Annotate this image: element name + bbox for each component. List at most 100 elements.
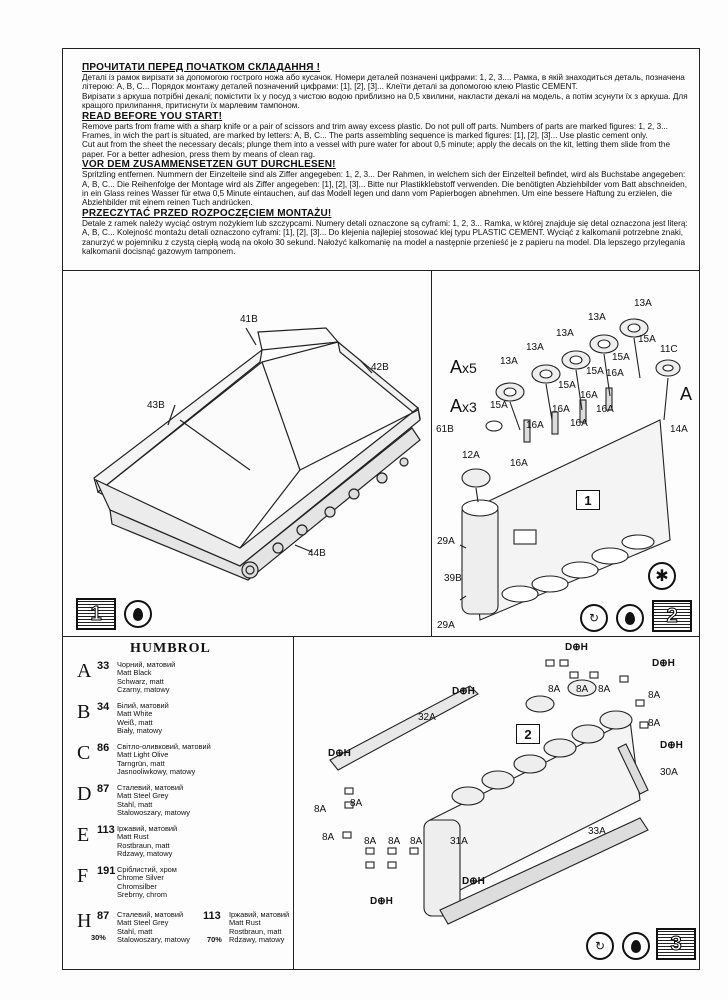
color-number: 86 [97,742,110,754]
part-label-61b: 61B [436,424,454,435]
part-label-16a-2: 16A [552,404,570,415]
plastic-cement-icon: ✱ [648,562,676,590]
part-label-33a: 33A [588,826,606,837]
pl-text: Detale z ramek należy wyciąć ostrym noży… [82,218,688,257]
part-label-29a-1: 29A [437,536,455,547]
color-name: Іржавий, матовий [229,910,290,919]
part-label-8a-2: 8A [576,684,589,695]
color-number: 33 [97,660,110,672]
part-label-16a-3: 16A [580,390,598,401]
part-label-14a: 14A [670,424,688,435]
color-letter: F [77,865,89,887]
color-name: Rdzawy, matowy [229,935,285,945]
glue-drop-icon [622,932,650,960]
part-label-30a: 30A [660,767,678,778]
tool-icon: ↻ [586,932,614,960]
part-label-8a-6: 8A [314,804,327,815]
color-name: Chromsilber [117,881,157,891]
de-title: VOR DEM ZUSAMMENSETZEN GUT DURCHLESEN! [82,159,336,171]
color-name: Tarngrün, matt [117,758,165,768]
color-name: Matt Rust [117,832,149,842]
color-name: Matt Rust [229,918,261,928]
part-label-8a-9: 8A [364,836,377,847]
color-name: Biały, matowy [117,726,163,736]
tool-icon: ↻ [580,604,608,632]
color-letter: A [77,660,92,682]
color-name: Matt Steel Grey [117,918,169,928]
color-name: Stahl, matt [117,799,153,809]
mix-pct-b: 70% [207,935,222,944]
color-number: 113 [97,824,115,836]
ua-text-decals: Вирізати з аркуша потрібні декалі; поміс… [82,91,688,111]
part-label-a-x5: Ax5 [450,357,477,377]
part-label-8a-1: 8A [548,684,561,695]
paint-code-dh-2: D⊕H [652,658,675,669]
color-name: Чорний, матовий [117,660,176,669]
color-number-b: 113 [203,910,221,922]
part-label-15a-5: 15A [638,334,656,345]
color-name: Matt Light Olive [117,750,169,760]
humbrol-mix-h: H 87 Сталевий, матовий Matt Steel Grey S… [77,910,289,966]
part-label-8a-10: 8A [388,836,401,847]
color-name: Rostbraun, matt [117,840,170,850]
part-label-8a-4: 8A [648,690,661,701]
part-label-13a-4: 13A [588,312,606,323]
color-name: Matt White [117,709,153,719]
part-label-8a-5: 8A [648,718,661,729]
paint-code-dh-1: D⊕H [565,642,588,653]
part-label-32a: 32A [418,712,436,723]
part-label-15a-4: 15A [612,352,630,363]
part-label-big-a: A [680,384,693,404]
divider-top [62,270,700,271]
ua-title: ПРОЧИТАТИ ПЕРЕД ПОЧАТКОМ СКЛАДАННЯ ! [82,62,321,73]
paint-code-dh-7: D⊕H [370,896,393,907]
part-label-31a: 31A [450,836,468,847]
color-name: Сталевий, матовий [117,910,184,919]
part-label-16a-7: 16A [510,458,528,469]
color-name: Rostbraun, matt [229,926,282,936]
paint-code-dh-3: D⊕H [452,686,475,697]
color-letter: B [77,701,91,723]
part-label-13a-1: 13A [500,356,518,367]
part-label-12a: 12A [462,450,480,461]
color-name: Srebrny, chrom [117,890,167,900]
part-label-15a-3: 15A [586,366,604,377]
color-name: Matt Black [117,668,152,678]
ua-text: Деталі із рамок вирізати за допомогою го… [82,73,685,92]
color-name: Сріблистий, хром [117,865,177,874]
mix-pct-a: 30% [91,933,106,942]
part-label-13a-2: 13A [526,342,544,353]
part-label-8a-3: 8A [598,684,611,695]
part-label-8a-8: 8A [322,832,335,843]
part-label-13a-5: 13A [634,298,652,309]
de-text: Spritzling entfernen. Nummern der Einzel… [82,170,688,208]
color-name: Weiß, matt [117,717,153,727]
part-label-42b: 42B [371,362,389,373]
divider-step1-step2 [431,270,432,636]
part-label-16a-6: 16A [570,418,588,429]
color-name: Stalowoszary, matowy [117,808,190,818]
part-label-43b: 43B [147,400,165,411]
color-name: Stalowoszary, matowy [117,935,190,945]
instructions-block: ПРОЧИТАТИ ПЕРЕД ПОЧАТКОМ СКЛАДАННЯ ! Дет… [82,62,694,257]
color-name: Світло-оливковий, матовий [117,742,211,751]
paint-code-dh-5: D⊕H [660,740,683,751]
color-name: Jasnooliwkowy, matowy [117,767,196,777]
part-label-a-x3: Ax3 [450,396,477,416]
step3-number: 3 [656,928,696,960]
part-label-29a-2: 29A [437,620,455,631]
part-label-8a-7: 8A [350,798,363,809]
color-name: Іржавий, матовий [117,824,178,833]
color-number: 87 [97,783,110,795]
en-title: READ BEFORE YOU START! [82,110,223,122]
step2-ref-1: 1 [576,490,600,510]
part-label-16a-1: 16A [526,420,544,431]
part-label-11c: 11C [660,344,678,355]
